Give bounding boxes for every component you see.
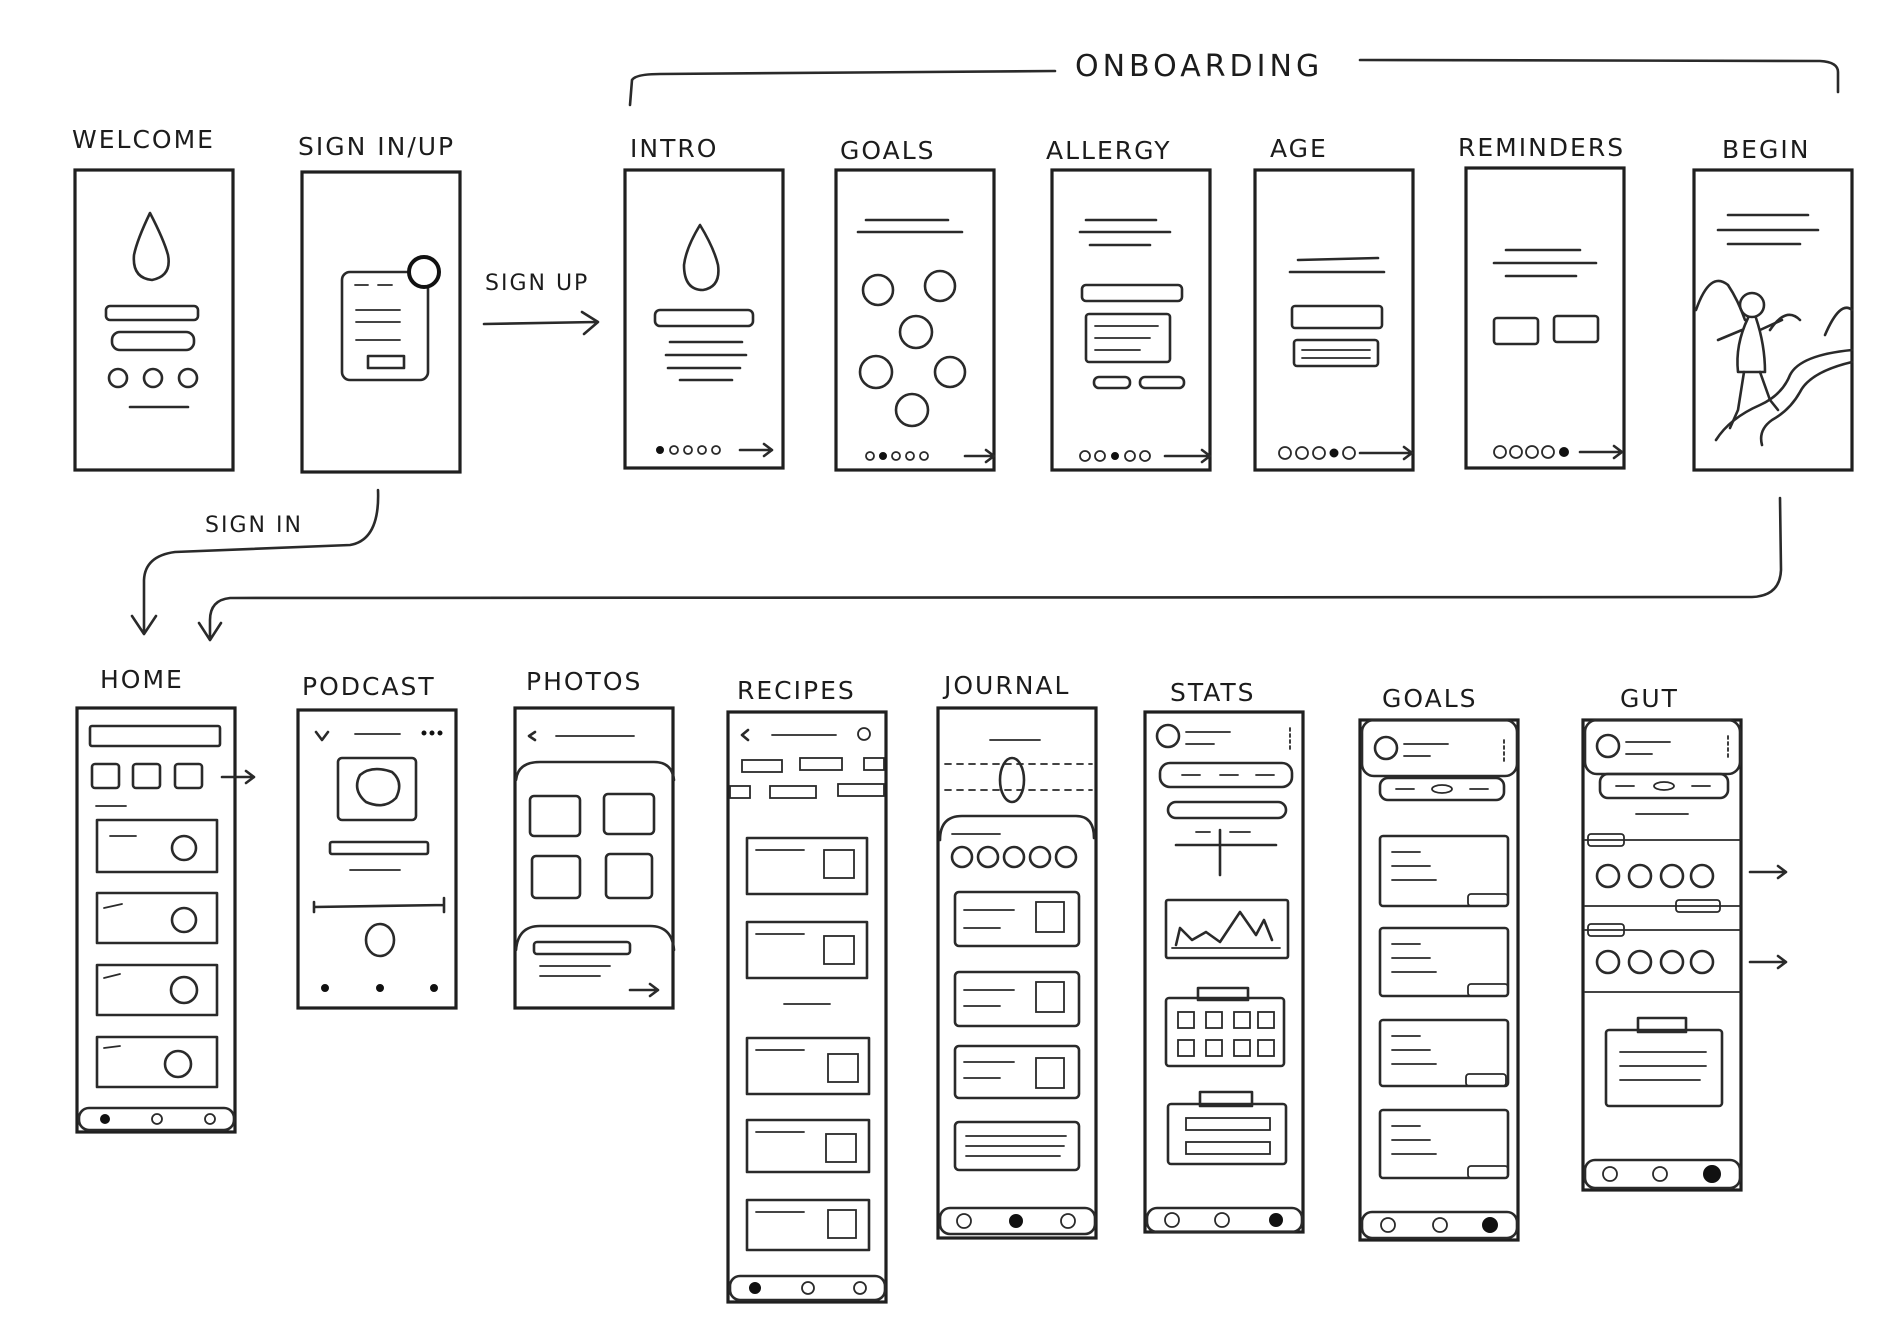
label-allergy: ALLERGY: [1046, 136, 1172, 165]
label-age: AGE: [1270, 134, 1328, 163]
person-figure: [1738, 291, 1766, 319]
drop-logo-icon: [682, 223, 720, 292]
avatar: [1155, 723, 1181, 749]
calendar-card: [1164, 996, 1286, 1068]
bottom-nav: [1145, 1206, 1304, 1234]
avatar: [1595, 733, 1621, 759]
screen-home: [75, 706, 256, 1134]
screen-stats: [1143, 710, 1305, 1234]
label-signin-up: SIGN IN/UP: [298, 132, 455, 161]
back-icon: [527, 730, 537, 742]
play-button: [364, 922, 396, 958]
label-begin: BEGIN: [1722, 135, 1810, 164]
goal-cards: [1378, 834, 1510, 1180]
line-chart-card: [1164, 898, 1290, 960]
next-arrow-icon: [1358, 445, 1414, 461]
label-podcast: PODCAST: [302, 672, 436, 701]
screen-age: [1253, 168, 1415, 472]
screen-recipes: [726, 710, 888, 1304]
next-arrow-icon: [1578, 444, 1624, 460]
screen-allergy: [1050, 168, 1212, 472]
label-home: HOME: [100, 665, 184, 694]
progress-track: [312, 896, 446, 914]
label-welcome: WELCOME: [72, 125, 215, 154]
bottom-nav: [728, 1274, 887, 1302]
screen-gut: [1581, 718, 1788, 1192]
bottom-nav: [77, 1106, 236, 1132]
screen-begin: [1692, 168, 1854, 472]
begin-to-home-arrow: [197, 496, 1783, 642]
screen-welcome: [73, 168, 235, 472]
bottom-nav: [1583, 1158, 1742, 1190]
bottom-nav: [1360, 1210, 1519, 1240]
home-cards: [95, 818, 219, 1089]
mountain-left: [1694, 279, 1747, 322]
screen-photos: [513, 706, 676, 1010]
sign-in-label: SIGN IN: [205, 513, 303, 538]
pager-dots: [656, 445, 721, 455]
label-journal: JOURNAL: [942, 671, 1070, 700]
label-goals: GOALS: [1382, 684, 1478, 713]
back-icon: [740, 728, 750, 742]
screen-goals-onboarding: [834, 168, 996, 472]
label-recipes: RECIPES: [737, 676, 856, 705]
next-arrow-icon: [963, 448, 996, 464]
avatar: [1373, 735, 1399, 761]
sign-up-arrow: SIGN UP: [482, 271, 600, 336]
screen-podcast: [296, 708, 458, 1010]
bottom-nav: [938, 1206, 1097, 1236]
date-selector: [998, 756, 1026, 804]
next-arrow-icon: [1163, 448, 1212, 464]
chevron-down-icon: [314, 730, 330, 742]
sign-up-label: SIGN UP: [485, 271, 589, 296]
screen-goals: [1358, 718, 1520, 1242]
onboarding-title: ONBOARDING: [1075, 49, 1323, 84]
label-intro: INTRO: [630, 134, 718, 163]
drop-logo-icon: [132, 211, 170, 282]
next-arrow-icon: [738, 442, 774, 458]
label-reminders: REMINDERS: [1458, 133, 1625, 162]
label-stats: STATS: [1170, 678, 1256, 707]
label-gut: GUT: [1620, 684, 1679, 713]
label-photos: PHOTOS: [526, 667, 642, 696]
onboarding-bracket: ONBOARDING: [628, 49, 1840, 107]
recipe-cards: [745, 836, 871, 1252]
label-goals-onboarding: GOALS: [840, 136, 936, 165]
screen-journal: [936, 706, 1098, 1240]
cover-art: [336, 756, 418, 822]
journal-cards: [953, 890, 1081, 1172]
screen-intro: [623, 168, 785, 470]
screen-signin-up: [300, 170, 462, 474]
screen-reminders: [1464, 166, 1626, 470]
sign-in-arrow: SIGN IN: [130, 488, 380, 636]
